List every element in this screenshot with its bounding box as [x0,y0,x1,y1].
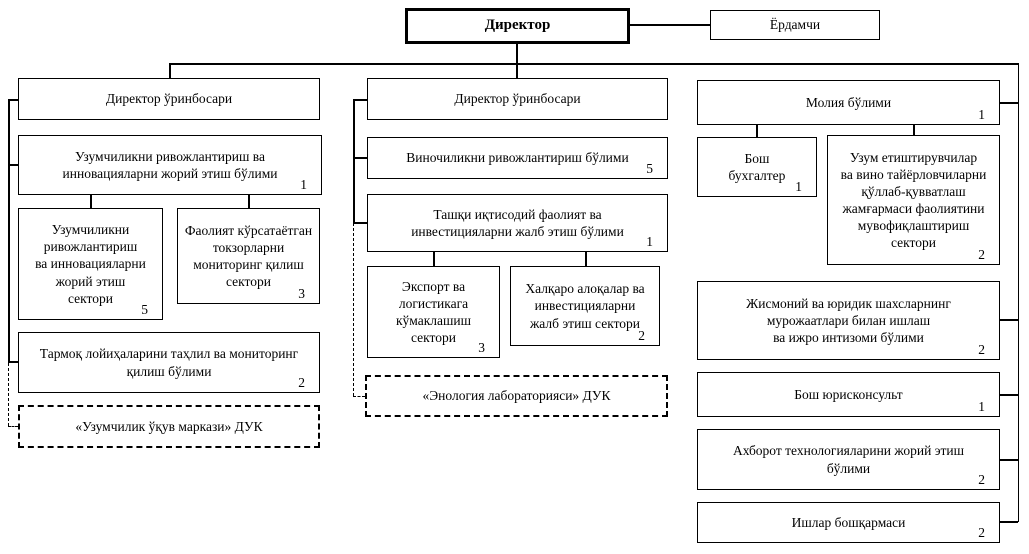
staff-count: 2 [978,471,985,487]
chief-legal-counsel-label: Бош юрисконсульт [794,386,903,402]
connector-stub-middle-deputy [353,99,367,101]
training-center-box: «Узумчилик ўқув маркази» ДУК [18,405,320,448]
connector-drop-left-deputy [169,63,171,78]
connector-stub-foreign-economic [353,222,367,224]
international-sector-box: Халқаро алоқалар ва инвестицияларни жалб… [510,266,660,346]
export-logistics-sector-box: Экспорт ва логистикага кўмаклашиш сектор… [367,266,500,358]
staff-count: 2 [978,524,985,540]
left-deputy-label: Директор ўринбосари [105,91,233,107]
connector-middle-spine [353,99,355,223]
connector-drop-support-fund [913,125,915,135]
innovation-dept-box: Узумчиликни ривожлантириш ва инновацияла… [18,135,322,195]
export-logistics-sector-label: Экспорт ва логистикага кўмаклашиш сектор… [395,278,472,346]
connector-drop-middle-deputy [516,63,518,78]
innovation-sector-box: Узумчиликни ривожлантириш ва инновацияла… [18,208,163,320]
staff-count: 2 [298,374,305,390]
vineyard-monitoring-sector-label: Фаолият кўрсатаётган токзорларни монитор… [184,222,313,290]
director-box: Директор [405,8,630,44]
administration-label: Ишлар бошқармаси [791,514,906,530]
connector-stub-appeals [1000,319,1018,321]
chief-legal-counsel-box: Бош юрисконсульт 1 [697,372,1000,417]
foreign-economic-dept-box: Ташқи иқтисодий фаолият ва инвестициялар… [367,194,668,252]
appeals-discipline-dept-label: Жисмоний ва юридик шахсларнинг мурожаатл… [746,295,951,346]
it-dept-box: Ахборот технологияларини жорий этиш бўли… [697,429,1000,490]
connector-top-bus [169,63,1019,65]
staff-count: 1 [978,398,985,414]
connector-stub-legal [1000,394,1018,396]
finance-dept-label: Молия бўлими [805,94,892,110]
assistant-label: Ёрдамчи [769,17,821,33]
foreign-economic-dept-label: Ташқи иқтисодий фаолият ва инвестициялар… [411,206,624,239]
enology-lab-box: «Энология лабораторияси» ДУК [365,375,668,417]
staff-count: 2 [978,246,985,262]
connector-director-down [516,44,518,63]
connector-right-spine [1017,63,1019,522]
director-label: Директор [484,17,551,34]
staff-count: 3 [298,285,305,301]
staff-count: 2 [978,341,985,357]
connector-stub-enology-lab [353,396,365,397]
training-center-label: «Узумчилик ўқув маркази» ДУК [75,418,263,434]
staff-count: 1 [646,233,653,249]
connector-stub-training-center [8,426,18,427]
chief-accountant-label: Бош бухгалтер [728,150,786,183]
staff-count: 1 [300,176,307,192]
connector-drop-chief-accountant [756,125,758,137]
connector-stub-left-deputy [8,99,18,101]
it-dept-label: Ахборот технологияларини жорий этиш бўли… [732,443,965,476]
connector-drop-export-sector [433,252,435,266]
connector-stub-administration [1000,521,1018,523]
connector-stub-winemaking [353,157,367,159]
support-fund-sector-box: Узум етиштирувчилар ва вино тайёрловчила… [827,135,1000,265]
innovation-sector-label: Узумчиликни ривожлантириш ва инновацияла… [35,222,146,306]
administration-box: Ишлар бошқармаси 2 [697,502,1000,543]
connector-middle-spine-dashed [353,223,354,396]
connector-drop-monitoring-sector [248,195,250,208]
connector-left-spine-dashed [8,363,9,426]
connector-director-assistant [630,24,710,26]
staff-count: 1 [795,178,802,194]
connector-stub-finance [1000,102,1018,104]
staff-count: 5 [141,301,148,317]
connector-stub-it [1000,459,1018,461]
vineyard-monitoring-sector-box: Фаолият кўрсатаётган токзорларни монитор… [177,208,320,304]
connector-drop-international-sector [585,252,587,266]
assistant-box: Ёрдамчи [710,10,880,40]
winemaking-dept-box: Виночиликни ривожлантириш бўлими 5 [367,137,668,179]
innovation-dept-label: Узумчиликни ривожлантириш ва инновацияла… [62,148,278,181]
winemaking-dept-label: Виночиликни ривожлантириш бўлими [406,150,629,166]
staff-count: 3 [478,339,485,355]
enology-lab-label: «Энология лабораторияси» ДУК [422,388,611,404]
chief-accountant-box: Бош бухгалтер 1 [697,137,817,197]
network-projects-dept-box: Тармоқ лойиҳаларини таҳлил ва мониторинг… [18,332,320,393]
staff-count: 2 [638,327,645,343]
network-projects-dept-label: Тармоқ лойиҳаларини таҳлил ва мониторинг… [39,346,299,379]
staff-count: 1 [978,106,985,122]
support-fund-sector-label: Узум етиштирувчилар ва вино тайёрловчила… [840,149,987,251]
appeals-discipline-dept-box: Жисмоний ва юридик шахсларнинг мурожаатл… [697,281,1000,360]
international-sector-label: Халқаро алоқалар ва инвестицияларни жалб… [525,281,645,331]
connector-stub-network-projects [8,361,18,363]
connector-left-spine [8,99,10,363]
finance-dept-box: Молия бўлими 1 [697,80,1000,125]
staff-count: 5 [646,160,653,176]
connector-stub-innovation-dept [8,164,18,166]
middle-deputy-box: Директор ўринбосари [367,78,668,120]
connector-drop-innovation-sector [90,195,92,208]
left-deputy-box: Директор ўринбосари [18,78,320,120]
middle-deputy-label: Директор ўринбосари [454,91,581,107]
